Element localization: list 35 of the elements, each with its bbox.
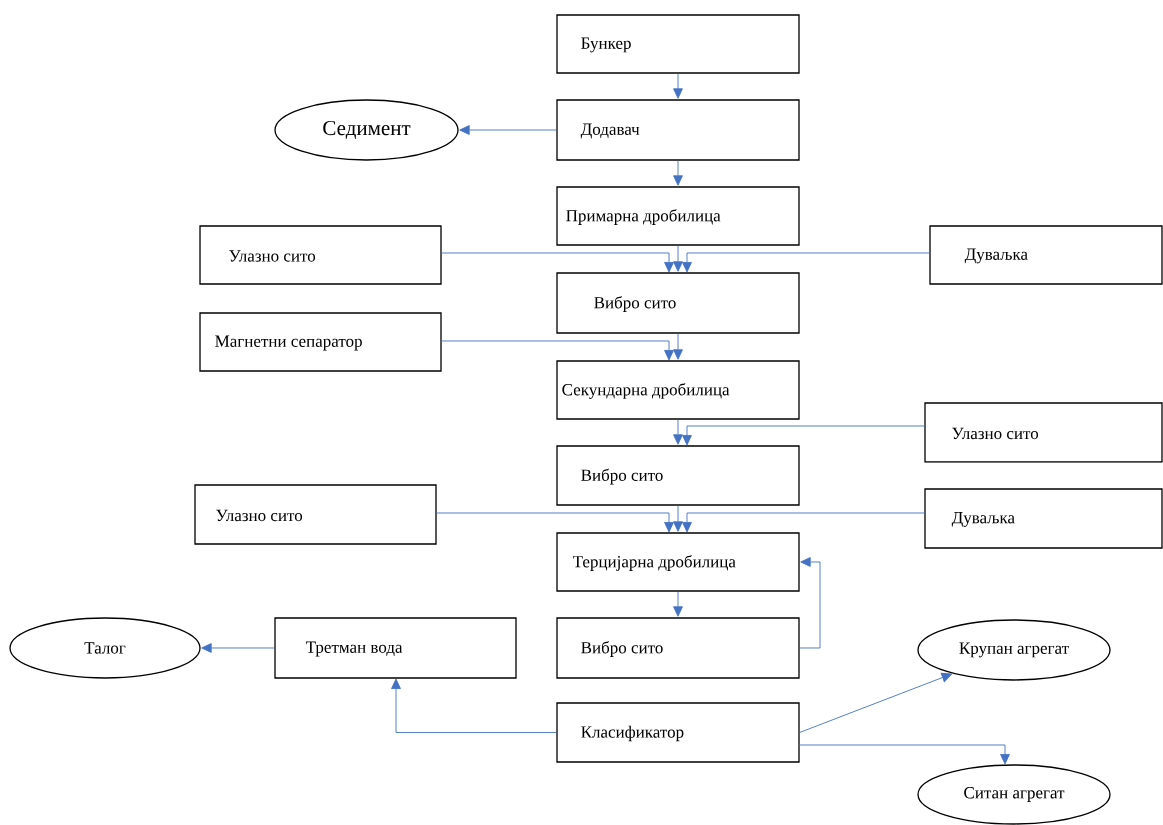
- process-box: Класификатор: [556, 702, 800, 763]
- process-box: Улазно сито: [199, 225, 442, 285]
- arrow: [798, 744, 1010, 765]
- process-box: Дуваљка: [929, 225, 1163, 285]
- arrow: [391, 678, 557, 733]
- process-box: Улазно сито: [924, 402, 1163, 463]
- arrow: [673, 245, 683, 272]
- arrow: [682, 252, 931, 273]
- arrow: [440, 252, 674, 273]
- process-box: Примарна дробилица: [556, 186, 800, 246]
- arrow: [673, 333, 683, 360]
- process-box: Третман вода: [274, 617, 517, 679]
- process-box: Секундарна дробилица: [556, 360, 800, 420]
- arrow: [673, 73, 683, 99]
- arrow: [673, 591, 683, 617]
- arrow: [440, 340, 674, 361]
- arrow: [673, 505, 683, 532]
- process-box: Вибро сито: [556, 617, 800, 679]
- arrow: [799, 672, 952, 733]
- process-box: Магнетни сепаратор: [199, 312, 442, 372]
- arrow: [682, 512, 926, 533]
- process-box: Улазно сито: [194, 484, 437, 545]
- process-box: Вибро сито: [556, 272, 800, 334]
- arrow: [799, 557, 821, 649]
- arrow: [201, 643, 275, 653]
- arrow: [673, 160, 683, 186]
- arrow: [673, 419, 683, 445]
- process-box: Додавач: [556, 99, 800, 161]
- process-box: Дуваљка: [924, 488, 1163, 549]
- process-box: Вибро сито: [556, 445, 800, 506]
- process-box: Терцијарна дробилица: [556, 532, 800, 592]
- arrow: [435, 512, 674, 533]
- arrow: [459, 125, 557, 135]
- process-box: Бункер: [556, 14, 800, 74]
- arrow: [682, 425, 926, 446]
